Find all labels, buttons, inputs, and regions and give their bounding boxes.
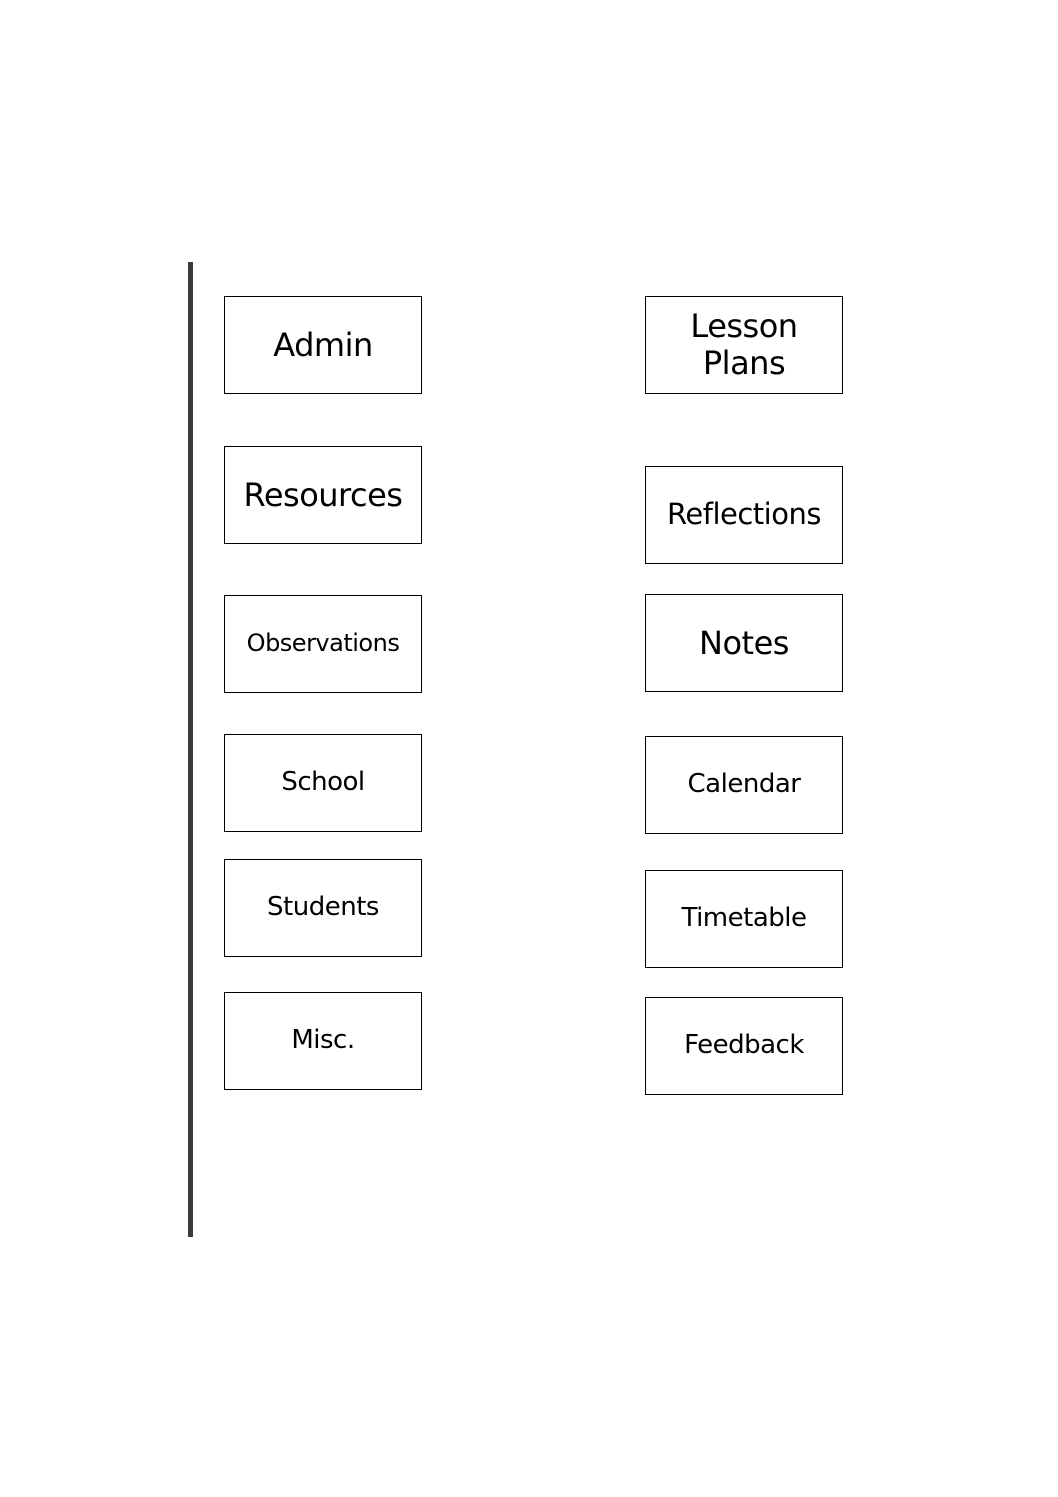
tab-label-resources: Resources <box>224 446 422 544</box>
binder-edge-line <box>188 262 193 1237</box>
tab-label-lesson-plans: Lesson Plans <box>645 296 843 394</box>
tab-label-calendar: Calendar <box>645 736 843 834</box>
tab-label-text: Misc. <box>291 1025 355 1056</box>
tab-label-text: Observations <box>246 629 400 658</box>
tab-label-text: Admin <box>273 325 373 364</box>
tab-label-school: School <box>224 734 422 832</box>
tab-label-text: Calendar <box>687 769 801 800</box>
tab-label-text: Resources <box>243 475 403 514</box>
tab-label-notes: Notes <box>645 594 843 692</box>
tab-label-text-line2: Plans <box>702 344 786 382</box>
tab-label-misc: Misc. <box>224 992 422 1090</box>
tab-label-text-line1: Lesson <box>690 307 798 346</box>
tab-label-admin: Admin <box>224 296 422 394</box>
tab-label-text: Notes <box>699 623 789 662</box>
tab-label-students: Students <box>224 859 422 957</box>
tab-label-observations: Observations <box>224 595 422 693</box>
tab-label-text: Timetable <box>681 903 807 934</box>
tab-label-text: Feedback <box>684 1030 804 1061</box>
tab-label-text: Students <box>267 892 379 923</box>
tab-label-feedback: Feedback <box>645 997 843 1095</box>
tab-label-text: School <box>281 767 365 798</box>
tab-label-text: Reflections <box>667 497 821 532</box>
tab-label-timetable: Timetable <box>645 870 843 968</box>
tab-label-reflections: Reflections <box>645 466 843 564</box>
